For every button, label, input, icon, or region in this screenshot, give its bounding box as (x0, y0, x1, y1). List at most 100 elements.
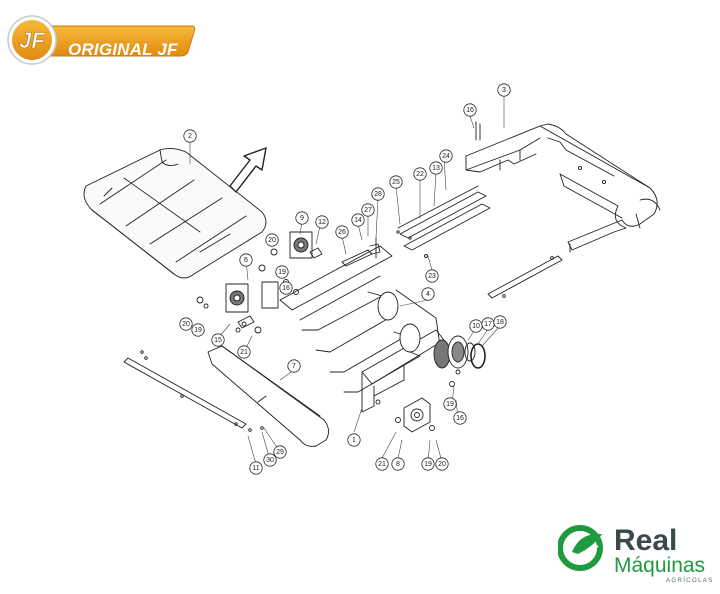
callout-c18: 18 (493, 315, 507, 329)
callout-c25: 25 (389, 175, 403, 189)
callout-c15: 15 (211, 333, 225, 347)
frame-part (465, 123, 661, 253)
callout-label: 19 (194, 327, 202, 334)
callout-c7: 7 (287, 359, 301, 373)
callout-label: 16 (282, 285, 290, 292)
svg-text:JF: JF (19, 28, 45, 53)
callout-label: 26 (338, 229, 346, 236)
callout-label: 11 (252, 465, 259, 472)
callout-label: 1 (352, 437, 356, 444)
callout-c19b: 19 (275, 265, 289, 279)
callout-c21a: 21 (237, 345, 251, 359)
belt-conveyor-part (83, 147, 267, 279)
callout-label: 15 (214, 337, 222, 344)
callout-label: 28 (374, 191, 382, 198)
callout-c23: 23 (425, 269, 439, 283)
brand-name: Real (614, 524, 678, 557)
callout-c22: 22 (413, 167, 427, 181)
callout-label: 7 (292, 363, 296, 370)
brand-tagline: AGRÍCOLAS (666, 578, 714, 584)
bearing-block-bottom-part (403, 397, 431, 433)
callout-label: 8 (396, 461, 400, 468)
badge-label: ORIGINAL JF (68, 40, 178, 59)
callout-c27: 27 (361, 203, 375, 217)
callout-label: 20 (438, 461, 446, 468)
drive-pulley-part (433, 335, 486, 369)
callout-label: 20 (268, 237, 276, 244)
callout-c1: 1 (347, 433, 361, 447)
callout-label: 25 (392, 179, 400, 186)
callout-label: 6 (244, 257, 248, 264)
callout-c16b: 16 (279, 281, 293, 295)
badge-shape: JF (7, 15, 196, 65)
callout-label: 14 (354, 217, 362, 224)
callout-label: 13 (432, 165, 440, 172)
callout-label: 20 (182, 321, 190, 328)
callout-label: 16 (456, 415, 464, 422)
callout-c20a: 20 (179, 317, 193, 331)
original-jf-badge: JF ORIGINAL JF (4, 12, 200, 68)
shaft-part (341, 237, 381, 267)
direction-arrow-icon (229, 147, 267, 193)
chassis-rollers-part (261, 245, 445, 413)
callout-c17: 17 (481, 317, 495, 331)
bearing-block-left-part (225, 283, 249, 313)
callout-c24: 24 (439, 149, 453, 163)
callout-label: 3 (502, 87, 506, 94)
callout-label: 19 (424, 461, 432, 468)
callout-c20c: 20 (435, 457, 449, 471)
brand-leaf-icon (558, 525, 603, 571)
leader-lines (189, 95, 505, 465)
callout-label: 4 (426, 291, 430, 298)
callout-c21b: 21 (375, 457, 389, 471)
bearing-block-top-part (289, 231, 313, 259)
brand-subname: Máquinas (614, 554, 706, 577)
fasteners-part (140, 121, 481, 432)
callout-label: 29 (276, 449, 284, 456)
callout-c4: 4 (421, 287, 435, 301)
callout-label: 23 (428, 273, 436, 280)
real-maquinas-logo: Real Máquinas AGRÍCOLAS (558, 522, 718, 586)
callout-c6: 6 (239, 253, 253, 267)
callout-c26: 26 (335, 225, 349, 239)
callout-label: 9 (300, 215, 304, 222)
callout-label: 12 (318, 219, 326, 226)
callout-c19d: 19 (421, 457, 435, 471)
callout-c28: 28 (371, 187, 385, 201)
callout-label: 16 (466, 107, 474, 114)
callout-c16a: 16 (463, 103, 477, 117)
callout-label: 18 (496, 319, 504, 326)
callout-label: 22 (416, 171, 424, 178)
callout-c11: 11 (249, 461, 263, 475)
callout-c10: 10 (469, 319, 483, 333)
callout-c13: 13 (429, 161, 443, 175)
callout-label: 27 (364, 207, 372, 214)
callout-c29: 29 (273, 445, 287, 459)
callout-c12: 12 (315, 215, 329, 229)
callout-label: 19 (446, 401, 454, 408)
callout-label: 10 (472, 323, 480, 330)
callout-c20b: 20 (265, 233, 279, 247)
callout-c9: 9 (295, 211, 309, 225)
scraper-blade-part (123, 357, 247, 429)
callout-label: 21 (378, 461, 386, 468)
callout-c30: 30 (263, 453, 277, 467)
callout-label: 21 (240, 349, 248, 356)
callout-c19a: 19 (191, 323, 205, 337)
callout-label: 19 (278, 269, 286, 276)
callout-c19c: 19 (443, 397, 457, 411)
callout-c14: 14 (351, 213, 365, 227)
callout-label: 24 (442, 153, 450, 160)
callout-c8: 8 (391, 457, 405, 471)
callout-label: 17 (484, 321, 492, 328)
wear-strips-part (396, 185, 491, 251)
callout-label: 2 (188, 133, 192, 140)
callout-c3: 3 (497, 83, 511, 97)
callout-c16c: 16 (453, 411, 467, 425)
callout-c2: 2 (183, 129, 197, 143)
callout-label: 30 (266, 457, 274, 464)
side-rail-part (487, 255, 563, 299)
cover-plate-part (207, 345, 329, 447)
